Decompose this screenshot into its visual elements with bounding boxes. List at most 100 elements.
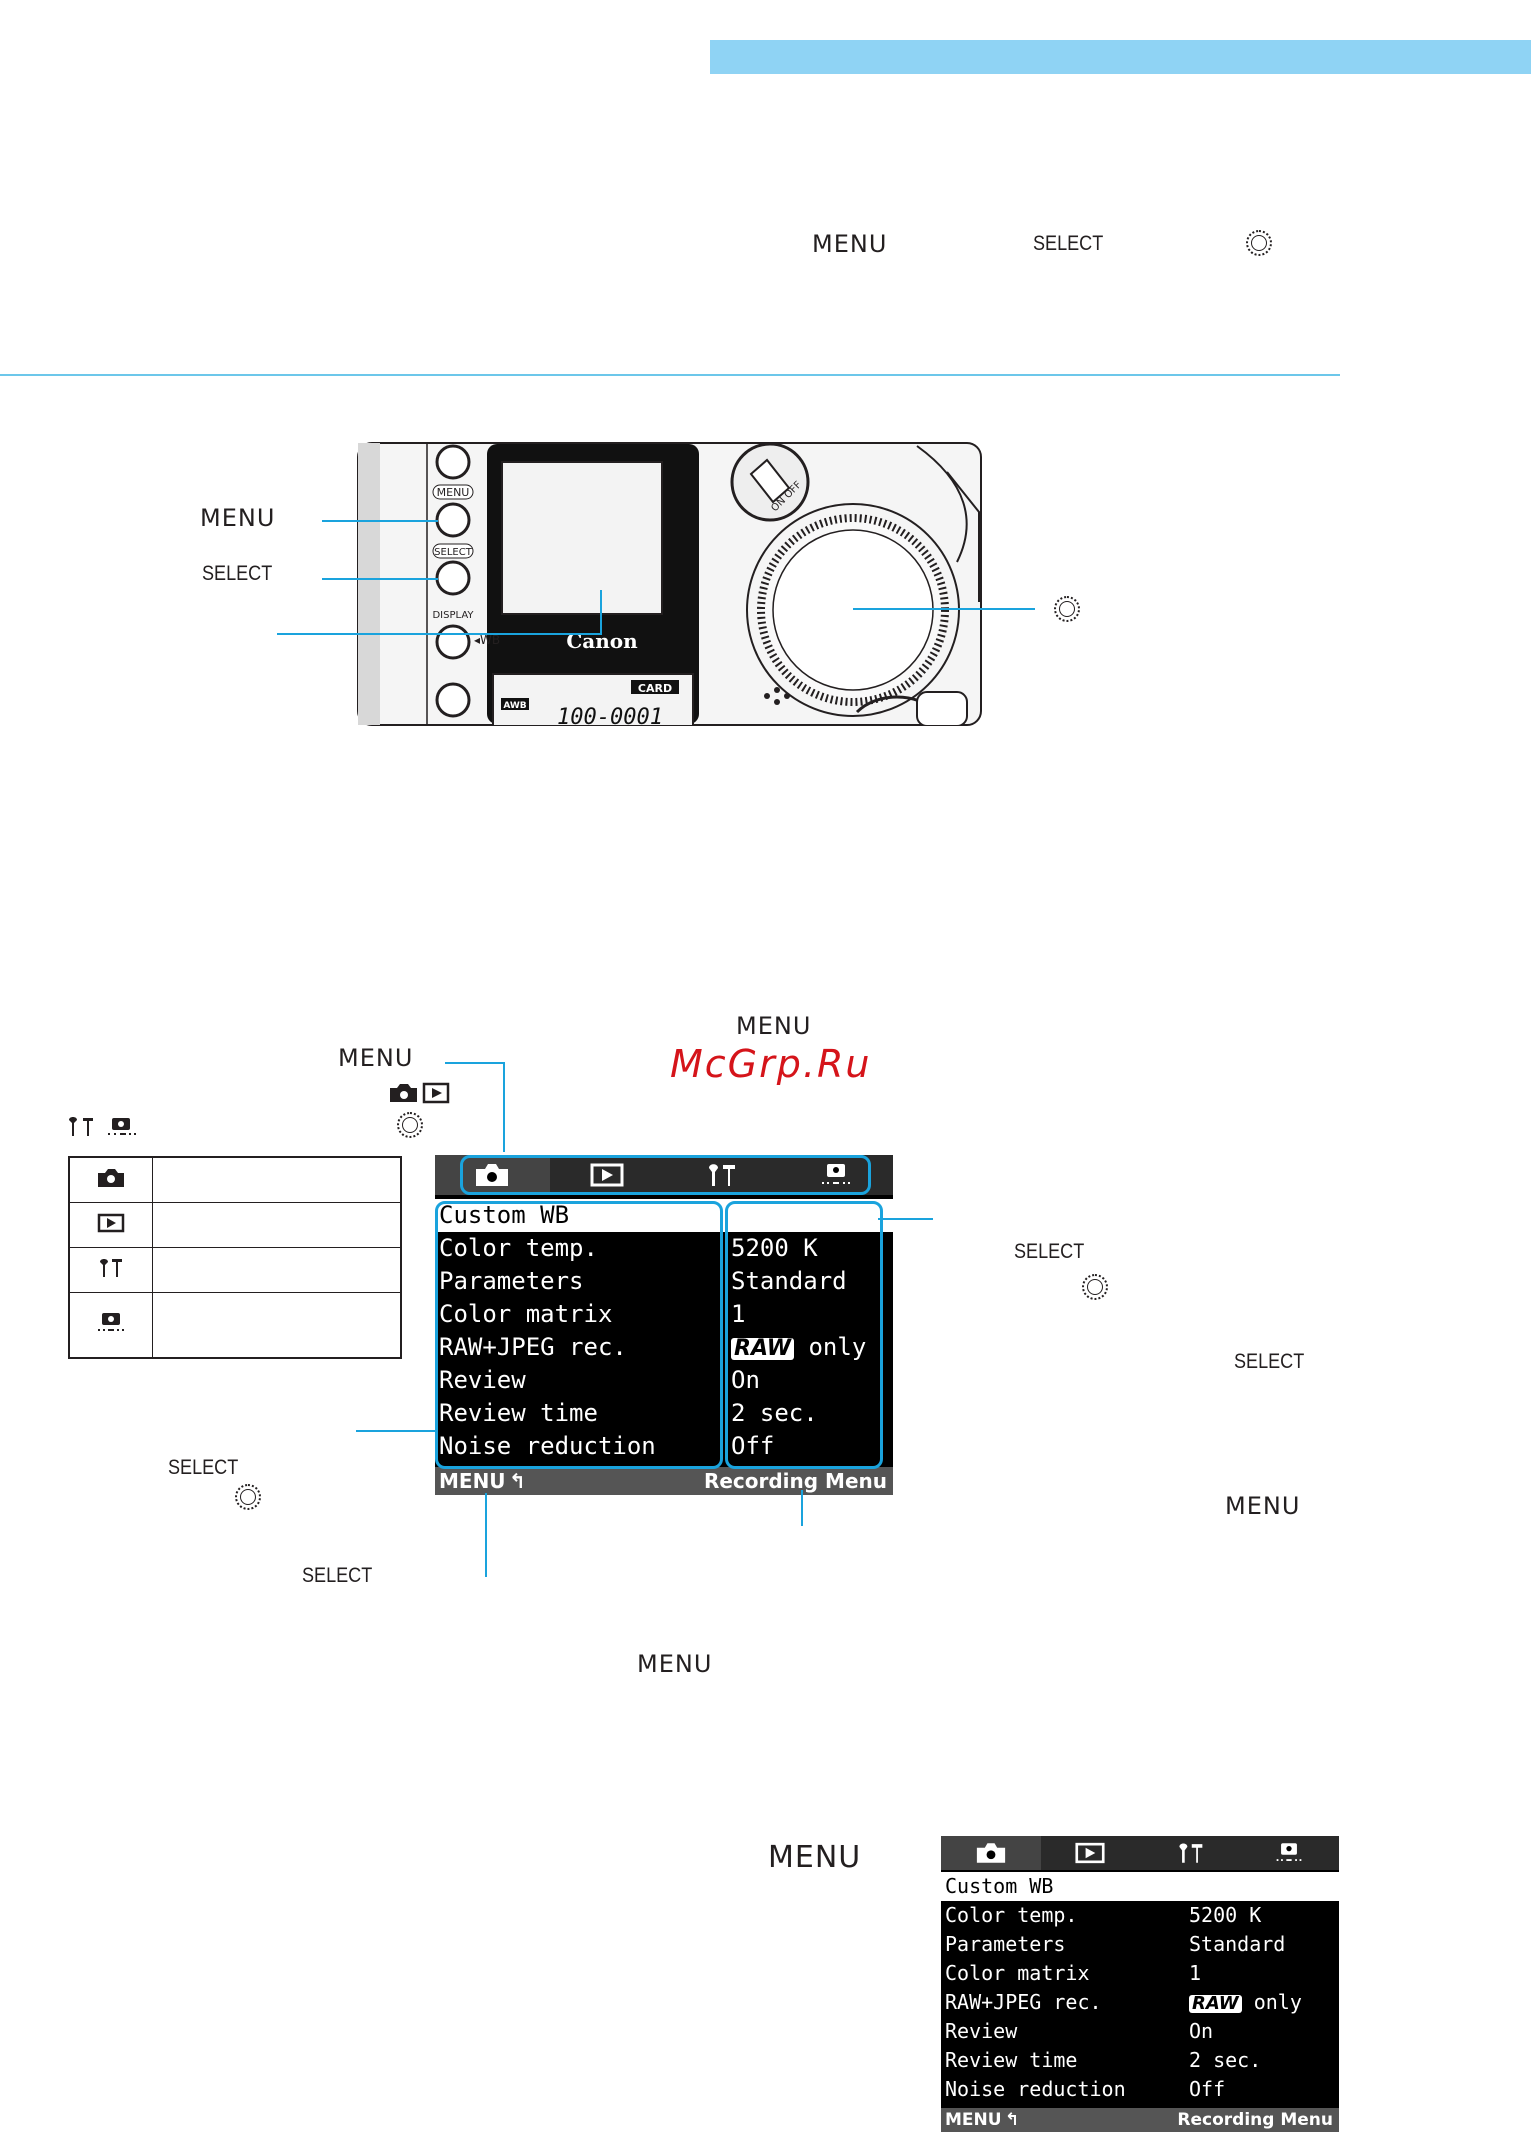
menu-item[interactable]: Color temp.5200 K [941, 1901, 1339, 1930]
menu-item-value-text: 2 sec. [1189, 2048, 1262, 2072]
menu-item-value-text: Standard [731, 1267, 847, 1295]
menu-item-value-text: 1 [731, 1300, 746, 1328]
menu-item[interactable]: Parameters Standard [941, 1930, 1339, 1959]
svg-text:100-0001: 100-0001 [557, 705, 663, 726]
play-tab[interactable] [1041, 1836, 1141, 1870]
menu-icon-table [68, 1156, 402, 1359]
svg-text:CARD: CARD [638, 682, 672, 695]
menu-item[interactable]: Color matrix 1 [435, 1298, 893, 1331]
menu-item-label: Custom WB [945, 1874, 1054, 1898]
menu-pointer-v [503, 1062, 505, 1152]
callout-select-line [322, 578, 438, 580]
menu-item-label: Color matrix [945, 1961, 1090, 1985]
play-icon [1075, 1842, 1105, 1864]
menu-item-value: 2 sec. [1189, 2046, 1261, 2075]
right-menu-label: MENU [1225, 1492, 1301, 1520]
menu-item-label: Review [945, 2019, 1018, 2043]
bottom-menu-label: MENU [637, 1650, 713, 1678]
menu-item[interactable]: Custom WB [435, 1199, 893, 1232]
custom-tab[interactable] [1240, 1836, 1340, 1870]
menu-item-value: On [1189, 2017, 1213, 2046]
play-icon [97, 1213, 125, 1233]
menu-item[interactable]: Review On [941, 2017, 1339, 2046]
menu-item-label: Review [439, 1366, 526, 1394]
menu-item-value-text: Off [1189, 2077, 1226, 2101]
menu-pointer-h [445, 1062, 505, 1064]
menu-item-value: Standard [1189, 1930, 1285, 1959]
footer-title: Recording Menu [703, 1469, 887, 1493]
menu-item[interactable]: Color temp.5200 K [435, 1232, 893, 1265]
custom-tab[interactable] [779, 1155, 894, 1195]
menu-item-label: Parameters [439, 1267, 584, 1295]
tools-icon [709, 1164, 736, 1186]
footer-menu-label: MENU [945, 2110, 1002, 2130]
camera-icon [476, 1164, 509, 1186]
left-menu-label: MENU [338, 1044, 414, 1072]
menu-item-value-text: On [1189, 2019, 1214, 2043]
menu-item-label: RAW+JPEG rec. [945, 1990, 1102, 2014]
menu-item-value: 5200 K [731, 1232, 818, 1265]
intro-menu-label: MENU [812, 230, 888, 258]
menu-item-value-text: 1 [1189, 1961, 1202, 1985]
callout-dial-icon [1054, 596, 1080, 622]
table-row [68, 1202, 402, 1248]
watermark: McGrp.Ru [670, 1042, 872, 1086]
return-icon: ↰ [509, 1469, 526, 1493]
custom-icon [1276, 1843, 1302, 1861]
camera-back-diagram: MENU SELECT DISPLAY Canon CARD AWB 100-0… [357, 442, 982, 730]
item-pointer [356, 1430, 438, 1432]
menu-item[interactable]: RAW+JPEG rec.RAW only [435, 1331, 893, 1364]
menu-item-label: Color matrix [439, 1300, 613, 1328]
callout-menu-label: MENU [200, 504, 276, 532]
left-dial-icon [235, 1484, 261, 1510]
intro-select-label: SELECT [1033, 232, 1104, 255]
menu-item-value: Off [1189, 2075, 1225, 2104]
menu-item[interactable]: Custom WB [941, 1872, 1339, 1901]
menu-item-label: Color temp. [945, 1903, 1078, 1927]
footer-pointer-right [801, 1490, 803, 1526]
bottom-select-label: SELECT [302, 1564, 373, 1587]
right-select-label-1: SELECT [1014, 1240, 1085, 1263]
menu-item-value: 1 [1189, 1959, 1201, 1988]
menu-item-label: Custom WB [439, 1201, 570, 1229]
menu-item-value-text: only [1253, 1990, 1302, 2014]
menu-item-value: Off [731, 1430, 774, 1463]
menu-item-value-text: Off [731, 1432, 775, 1460]
svg-text:◂WB: ◂WB [474, 633, 500, 647]
menu-item[interactable]: Parameters Standard [435, 1265, 893, 1298]
svg-text:AWB: AWB [503, 701, 526, 711]
menu-item[interactable]: RAW+JPEG rec.RAW only [941, 1988, 1339, 2017]
camera-icon [976, 1843, 1005, 1863]
table-row [68, 1292, 402, 1359]
svg-text:DISPLAY: DISPLAY [432, 610, 474, 621]
menu-item[interactable]: Color matrix 1 [941, 1959, 1339, 1988]
value-bracket [725, 1201, 883, 1469]
camera-tab-icon-ref [388, 1082, 450, 1108]
camera-tab[interactable] [435, 1155, 550, 1195]
custom-icon [821, 1164, 850, 1184]
menu-item-label: Parameters [945, 1932, 1066, 1956]
camera-tab[interactable] [941, 1836, 1041, 1870]
tools-tab[interactable] [664, 1155, 779, 1195]
top-menu-label: MENU [736, 1012, 812, 1040]
play-tab[interactable] [550, 1155, 665, 1195]
tab-bracket [460, 1155, 871, 1195]
right-select-label-2: SELECT [1234, 1350, 1305, 1373]
footer-pointer-left [485, 1493, 487, 1577]
callout-lcd-line [277, 633, 602, 635]
tools-icon [100, 1259, 122, 1277]
tools-tab[interactable] [1140, 1836, 1240, 1870]
svg-text:MENU: MENU [437, 486, 470, 499]
tab-dial-icon [397, 1112, 423, 1138]
value-pointer [878, 1218, 933, 1220]
custom-icon [98, 1313, 124, 1331]
callout-menu-line [322, 520, 438, 522]
table-row [68, 1247, 402, 1293]
menu-item-value: RAW only [731, 1331, 866, 1364]
